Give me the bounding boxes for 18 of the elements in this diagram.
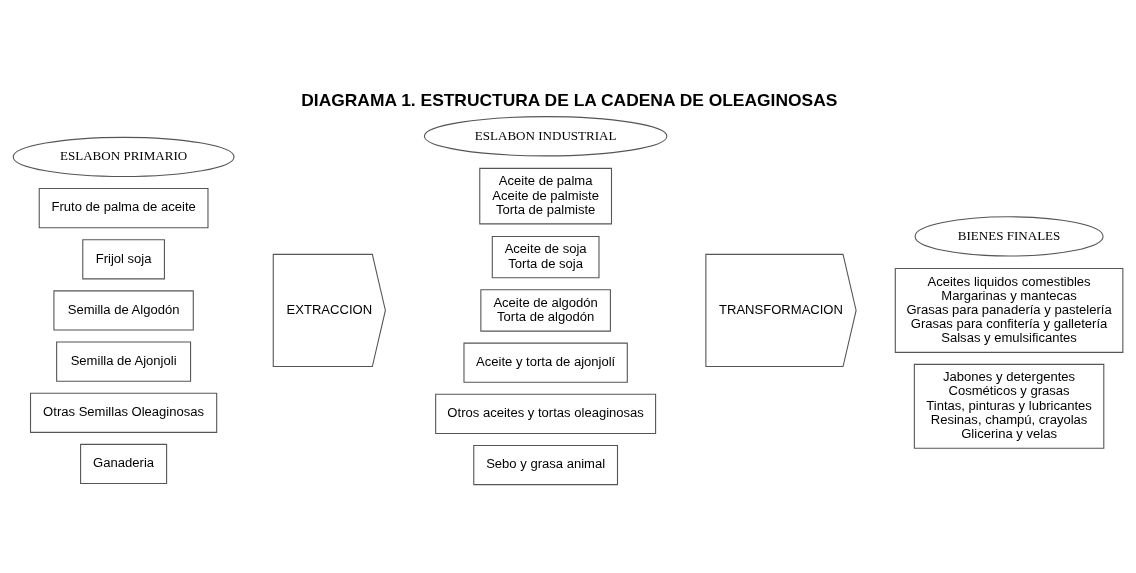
node-box: Otras Semillas Oleaginosas — [29, 392, 218, 433]
node-box: Ganaderia — [80, 443, 168, 485]
node-box: Fruto de palma de aceite — [38, 187, 209, 229]
node-box: Semilla de Ajonjoli — [56, 341, 192, 382]
node-box: Sebo y grasa animal — [473, 444, 619, 486]
node-box: Aceite de algodón Torta de algodón — [480, 289, 611, 332]
node-ellipse: BIENES FINALES — [914, 216, 1104, 257]
node-box: Aceites liquidos comestibles Margarinas y mantecas Grasas para panadería y pastelería Grasas para confitería y galletería Salsas y emulsificantes — [894, 268, 1124, 353]
node-box: Jabones y detergentes Cosméticos y grasas Tintas, pinturas y lubricantes Resinas, champú, crayolas Glicerina y velas — [913, 363, 1105, 449]
node-box: Aceite de soja Torta de soja — [491, 235, 600, 279]
node-box: Frijol soja — [82, 239, 165, 280]
node-box: Semilla de Algodón — [53, 290, 194, 331]
diagram-title: DIAGRAMA 1. ESTRUCTURA DE LA CADENA DE OLEAGINOSAS — [301, 89, 838, 110]
node-ellipse: ESLABON INDUSTRIAL — [423, 116, 668, 157]
node-box: Aceite de palma Aceite de palmiste Torta de palmiste — [479, 167, 613, 225]
node-box: Otros aceites y tortas oleaginosas — [435, 393, 657, 435]
node-ellipse: ESLABON PRIMARIO — [12, 136, 235, 178]
node-box: Aceite y torta de ajonjolí — [463, 342, 628, 383]
